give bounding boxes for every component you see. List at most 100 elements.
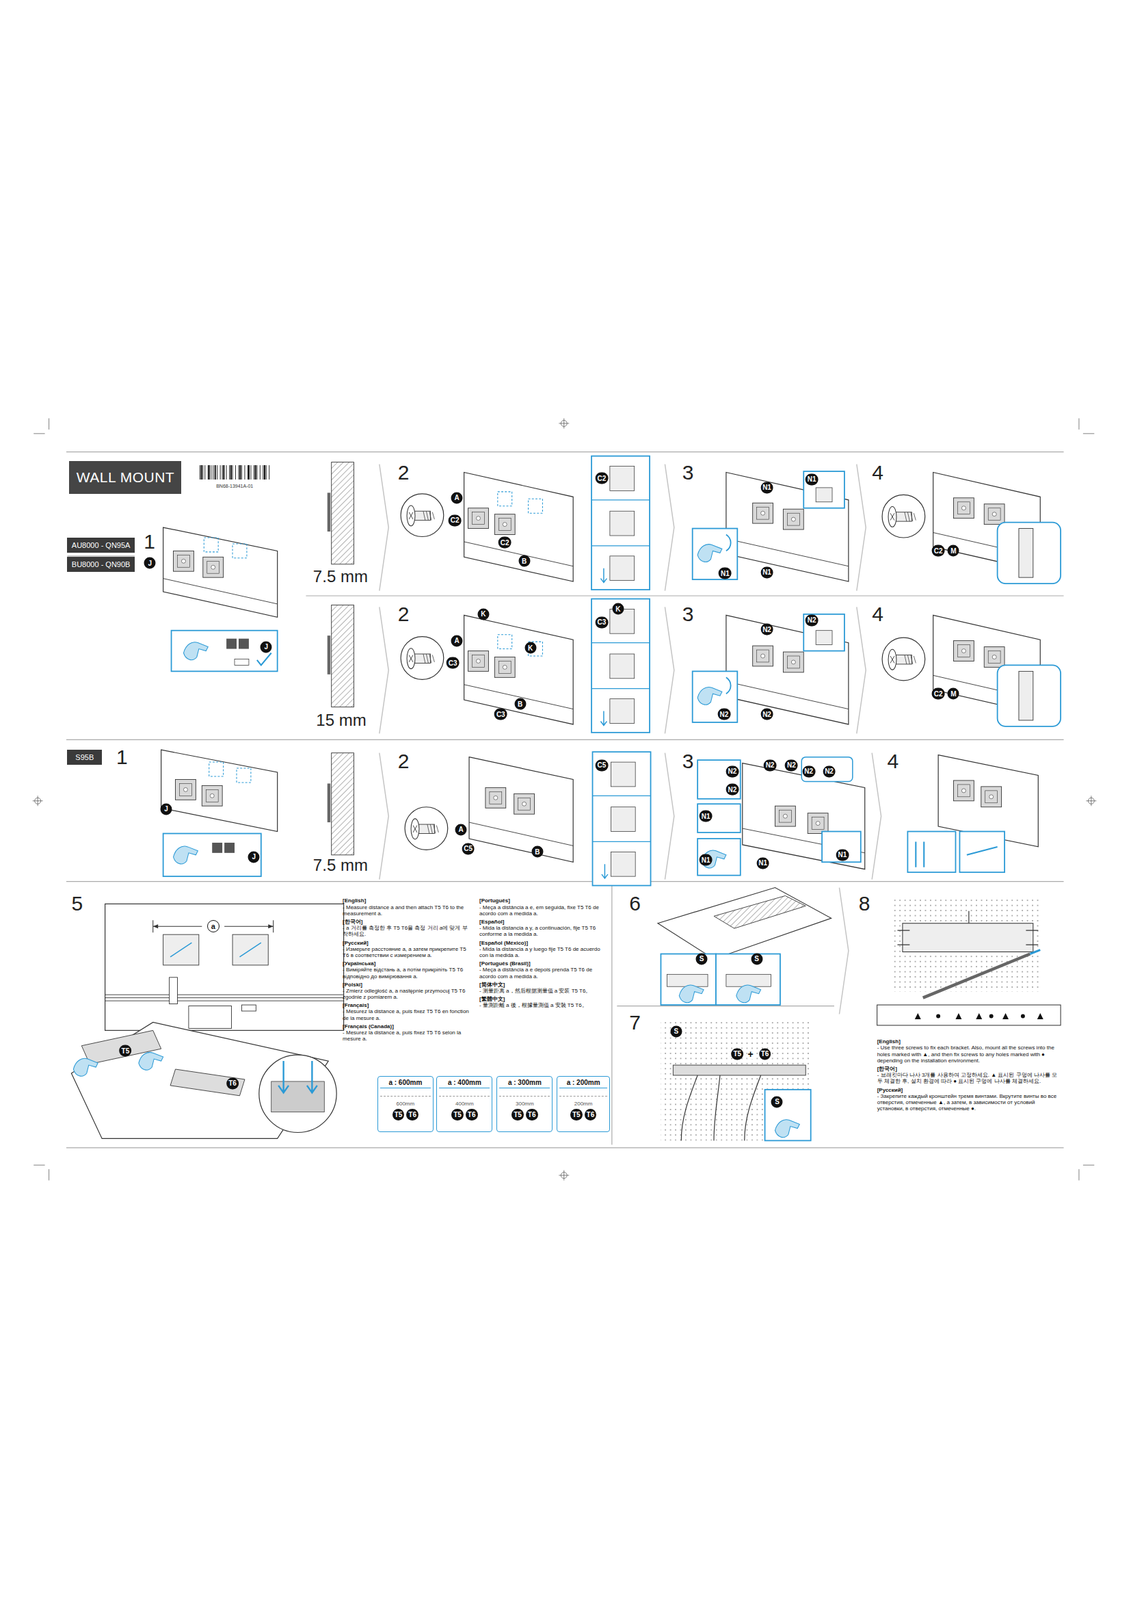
instruction-text: - 测量距离 a，然后根据测量值 a 安装 T5 T6。: [479, 987, 610, 994]
step-number: 4: [871, 462, 884, 483]
step-number: 4: [887, 750, 900, 772]
language-heading: [한국어]: [877, 1065, 1059, 1072]
step-number: 5: [71, 893, 83, 914]
spacing-value: 600mm: [380, 1095, 431, 1107]
instruction-text: - Meça a distância a e, em seguida, fixe…: [479, 903, 610, 917]
spacing-table-cell: a : 600mm 600mmT5T6: [377, 1075, 434, 1132]
callout-letter: T5: [119, 1044, 132, 1057]
dimension-label: 7.5 mm: [313, 568, 368, 585]
language-heading: [Українська]: [342, 960, 472, 967]
model-tag: AU8000 - QN95A: [67, 537, 135, 553]
instruction-text: - 브래킷마다 나사 3개를 사용하여 고정하세요. ▲ 표시된 구멍에 나사를…: [877, 1071, 1059, 1084]
callout-letter: C2: [932, 544, 946, 557]
callout-letter: A: [455, 823, 468, 835]
instruction-text: - Meça a distância a e depois prenda T5 …: [479, 966, 610, 979]
model-tag: S95B: [67, 749, 102, 765]
callout-letter: J: [260, 640, 273, 653]
title-text: WALL MOUNT: [76, 469, 175, 486]
callout-letter: N1: [718, 567, 732, 580]
callout-letter: N2: [760, 708, 774, 721]
language-heading: [Русский]: [877, 1086, 1059, 1093]
language-heading: [Русский]: [342, 939, 472, 946]
callout-letter: S: [771, 1095, 783, 1108]
callout-letter: B: [531, 845, 543, 858]
model-name: S95B: [75, 752, 94, 762]
model-tag: BU8000 - QN90B: [67, 556, 135, 572]
language-heading: [Español (México)]: [479, 939, 610, 946]
callout-letter: M: [947, 544, 960, 557]
spacing-heading: a : 600mm: [380, 1078, 431, 1088]
language-heading: [English]: [342, 897, 472, 904]
callout-letter: N2: [717, 708, 731, 721]
dimension-label: 7.5 mm: [313, 856, 368, 874]
callout-letter: C5: [595, 759, 609, 771]
callout-letter: T6: [465, 1108, 478, 1121]
callout-letter: C2: [595, 472, 609, 485]
language-heading: [Français]: [342, 1001, 472, 1008]
spacing-value: 400mm: [438, 1095, 490, 1107]
callout-letter: T5: [730, 1047, 744, 1060]
instruction-text: - Виміряйте відстань a, а потім прикріпі…: [342, 966, 472, 979]
step-number: 3: [682, 462, 695, 483]
callout-letter: N2: [822, 765, 836, 777]
callout-letter: N2: [763, 759, 777, 771]
step-number: 2: [397, 462, 410, 483]
callout-letter: K: [611, 603, 624, 615]
model-name: BU8000 - QN90B: [71, 560, 131, 569]
callout-letter: N2: [760, 623, 774, 636]
callout-letter: T6: [406, 1108, 419, 1121]
callout-letter: S: [670, 1025, 682, 1037]
callout-letter: C3: [446, 657, 460, 669]
callout-letter: J: [160, 802, 173, 815]
step-number: 2: [397, 750, 410, 772]
callout-letter: C2: [932, 687, 946, 700]
callout-letter: N1: [699, 810, 713, 822]
spacing-table-cell: a : 300mm 300mmT5T6: [496, 1075, 553, 1132]
callout-letter: C2: [498, 536, 512, 549]
callout-letter: T6: [226, 1076, 239, 1089]
callout-letter: C3: [494, 708, 508, 721]
text-column: [English]- Measure distance a and then a…: [342, 897, 472, 1044]
spacing-heading: a : 300mm: [499, 1078, 550, 1088]
step-number: 3: [682, 750, 695, 772]
language-heading: [Português]: [479, 897, 610, 904]
dimension-label: 15 mm: [315, 711, 366, 729]
callout-letter: T5: [392, 1108, 405, 1121]
callout-letter: T5: [570, 1108, 583, 1121]
instruction-text: - Mesurez la distance a, puis fixez T5 T…: [342, 1007, 472, 1021]
text-column: [Português]- Meça a distância a e, em se…: [479, 897, 610, 1010]
instruction-text: - Mesurez la distance a, puis fixez T5 T…: [342, 1029, 472, 1042]
instruction-text: - Measure distance a and then attach T5 …: [342, 903, 472, 917]
step-number: 2: [397, 603, 410, 625]
instruction-text: - a 거리를 측정한 후 T5 T6을 측정 거리 a에 맞게 부착하세요.: [342, 924, 472, 937]
callout-letter: N1: [699, 854, 713, 866]
callout-letter: A: [451, 491, 463, 504]
plus-sign: +: [747, 1048, 755, 1059]
callout-letter: T5: [511, 1108, 524, 1121]
callout-letter: N1: [805, 473, 819, 485]
callout-letter: T6: [525, 1108, 539, 1121]
instruction-text: - Mida la distancia a y, a continuación,…: [479, 924, 610, 937]
language-heading: [한국어]: [342, 918, 472, 925]
callout-letter: J: [248, 850, 260, 863]
step-number: 8: [858, 893, 871, 914]
callout-letter: M: [947, 687, 960, 700]
callout-letter: N2: [725, 765, 739, 777]
language-heading: [Español]: [479, 918, 610, 925]
title-box: WALL MOUNT: [69, 460, 182, 494]
callout-letter: T5: [451, 1108, 464, 1121]
spacing-table-cell: a : 200mm200mmT5T6: [556, 1075, 610, 1132]
callout-letter: C3: [595, 616, 609, 628]
language-heading: [简体中文]: [479, 981, 610, 988]
spacing-heading: a : 200mm: [559, 1078, 608, 1088]
callout-letter: K: [524, 642, 537, 654]
callout-letter: S: [696, 952, 708, 965]
step-number: 1: [143, 531, 156, 552]
step-number: 7: [629, 1012, 641, 1033]
instruction-text: - Use three screws to fix each bracket. …: [877, 1044, 1059, 1064]
spacing-value: 300mm: [499, 1095, 550, 1107]
instruction-text: - Zmierz odległość a, a następnie przymo…: [342, 987, 472, 1000]
instruction-text: - Закрепите каждый кронштейн тремя винта…: [877, 1092, 1059, 1112]
